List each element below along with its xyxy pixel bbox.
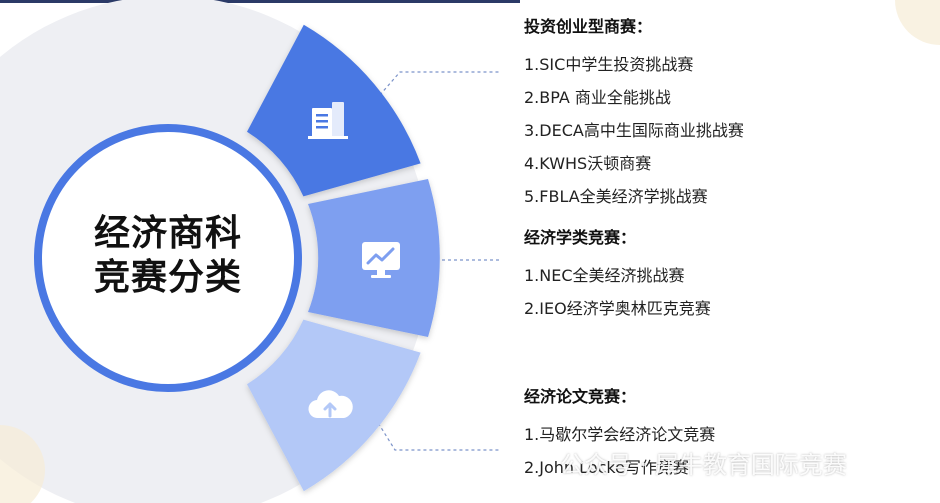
group-title-economics: 经济学类竞赛： [524,228,637,247]
center-title-line1: 经济商科 [93,213,242,254]
group-essay: 经济论文竞赛： 1.马歇尔学会经济论文竞赛 2.John Locke写作竞赛 [524,385,715,484]
center-title-line2: 竞赛分类 [93,257,242,298]
list-item: 1.NEC全美经济挑战赛 [524,266,685,285]
list-item: 2.BPA 商业全能挑战 [524,88,671,107]
list-item: 2.John Locke写作竞赛 [524,458,689,477]
list-item: 1.SIC中学生投资挑战赛 [524,55,694,74]
list-item: 5.FBLA全美经济学挑战赛 [524,187,708,206]
group-title-investment: 投资创业型商赛： [524,17,653,36]
list-item: 2.IEO经济学奥林匹克竞赛 [524,299,711,318]
group-economics: 经济学类竞赛： 1.NEC全美经济挑战赛 2.IEO经济学奥林匹克竞赛 [524,226,711,325]
group-investment: 投资创业型商赛： 1.SIC中学生投资挑战赛 2.BPA 商业全能挑战 3.DE… [524,15,744,213]
corner-glow-left [0,425,45,503]
chart-monitor-icon [362,242,400,278]
top-accent-line [0,0,520,3]
corner-glow-right [895,0,940,45]
center-ring [34,124,302,392]
list-item: 4.KWHS沃顿商赛 [524,154,652,173]
list-item: 3.DECA高中生国际商业挑战赛 [524,121,744,140]
list-item: 1.马歇尔学会经济论文竞赛 [524,425,716,444]
building-icon [308,102,348,139]
group-title-essay: 经济论文竞赛： [524,387,637,406]
center-title: 经济商科 竞赛分类 [48,212,288,300]
cloud-upload-icon [308,390,353,419]
watermark: 公众号 · 犀牛教育国际竞赛 [560,451,847,479]
